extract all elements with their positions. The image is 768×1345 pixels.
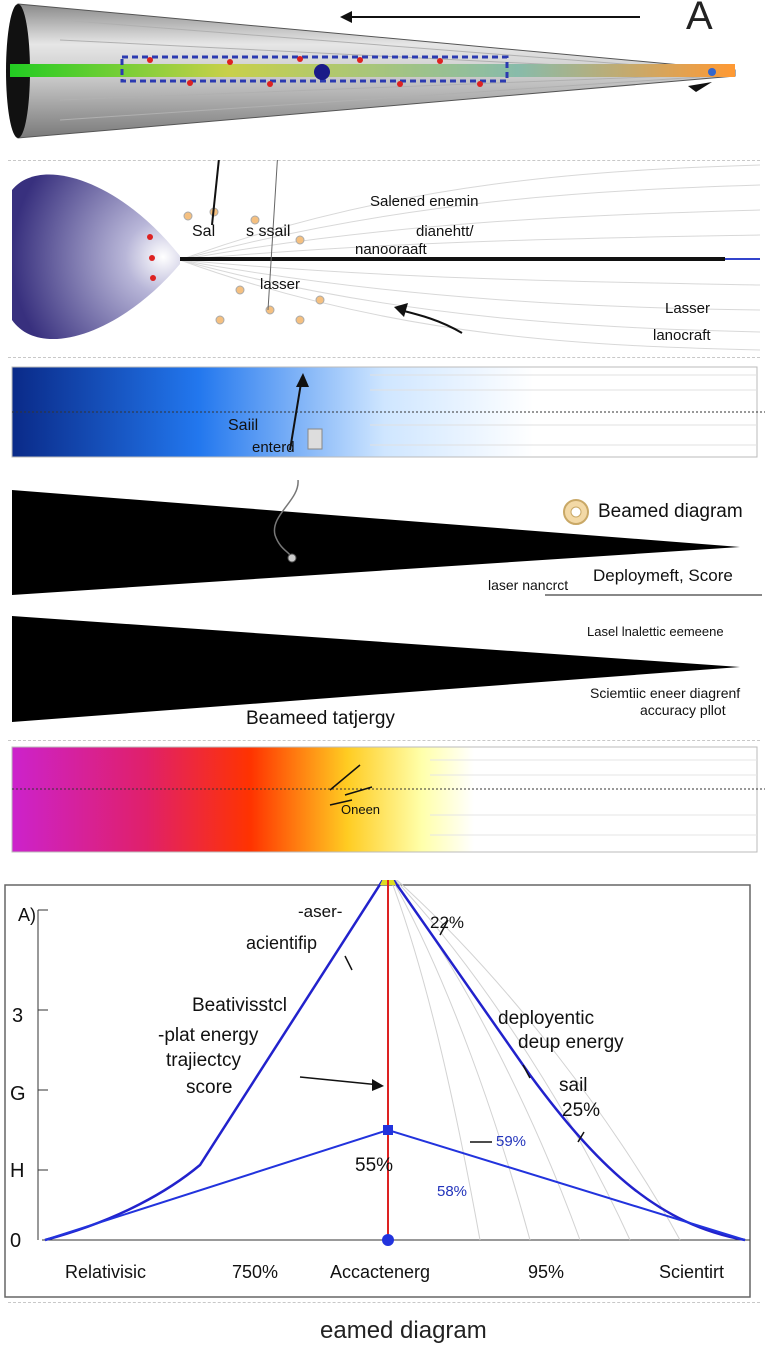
gear-icon: [563, 499, 589, 525]
x-tick-accactenerg: Accactenerg: [330, 1262, 431, 1282]
arrow-up-1: [211, 160, 220, 226]
annot-25: 25%: [562, 1100, 601, 1121]
y-tick-h: H: [10, 1160, 25, 1182]
wedge-graphic-2: [12, 616, 740, 722]
pointer-score: [299, 1076, 381, 1086]
label-lasel-lnalettic: Lasel lnalettic eemeene: [587, 624, 724, 639]
y-tick-a: A): [18, 905, 36, 925]
label-sal: Sal: [192, 223, 216, 240]
label-saiil: Saiil: [228, 417, 259, 434]
annot-deployentic: deployentic: [498, 1008, 595, 1029]
annot-58: 58%: [437, 1183, 468, 1200]
spectrum-graphic: [11, 746, 765, 853]
label-lanocraft: lanocraft: [653, 327, 711, 344]
annot-plat-energy: -plat energy: [158, 1025, 259, 1046]
x-tick-95: 95%: [528, 1262, 565, 1282]
corner-letter: A: [686, 0, 713, 38]
y-tick-3: 3: [12, 1005, 24, 1027]
panel-c-blue-beam: Saiil enterd: [0, 365, 768, 460]
panel-f-spectrum: Oneen: [0, 745, 768, 855]
outer-curve: [44, 880, 746, 1242]
panel-d-wedge: Beamed diagram laser nancrct Deploymeft,…: [0, 480, 768, 605]
annot-score: score: [186, 1077, 233, 1098]
label-beameed-tatjergy: Beameed tatjergy: [246, 708, 395, 729]
label-deployment-score: Deploymeft, Score: [593, 566, 733, 585]
sail-frame: [120, 55, 509, 83]
arrow-up-2: [289, 376, 303, 451]
label-oneen: Oneen: [341, 802, 381, 817]
diagram-graphic: [4, 880, 751, 1298]
label-dianehtt: dianehtt/: [416, 223, 474, 240]
label-lasser: Lasser: [665, 300, 711, 317]
label-beamed-diagram: Beamed diagram: [598, 501, 743, 522]
label-enterd: enterd: [252, 439, 295, 456]
nanocraft-dot: [314, 64, 330, 80]
cone-graphic: [6, 3, 736, 139]
label-salened-enemin: Salened enemin: [370, 193, 479, 210]
particles: [147, 56, 483, 87]
arrow-small: [688, 82, 712, 92]
craft-box: [307, 428, 323, 450]
x-tick-relativisic: Relativisic: [65, 1262, 147, 1282]
base-marker: [382, 1234, 394, 1246]
panel-b-sail: Salened enemin dianehtt/ nanooraaft Sal …: [0, 160, 768, 355]
tether-end: [287, 553, 297, 563]
y-tick-0: 0: [10, 1230, 22, 1252]
sail-graphic: [12, 160, 761, 351]
small-arrows: [344, 919, 585, 1143]
panel-a-cone: A: [0, 0, 768, 150]
blue-beam-graphic: [11, 366, 765, 458]
annot-acientifip: acientifip: [246, 933, 318, 953]
x-tick-750: 750%: [232, 1262, 279, 1282]
x-tick-scientirt: Scientirt: [659, 1262, 725, 1282]
annot-aser: -aser-: [298, 902, 343, 921]
panel-e-wedge: Lasel lnalettic eemeene Sciemtiic eneer …: [0, 612, 768, 740]
label-s-ssail: s ssail: [246, 223, 291, 240]
wedge-graphic-1: [12, 480, 762, 596]
label-lasser-small: lasser: [260, 276, 301, 293]
annot-deup-energy: deup energy: [518, 1032, 624, 1053]
footer-caption: eamed diagram: [320, 1317, 487, 1344]
purple-dome: [12, 174, 180, 340]
annot-trajiectcy: trajiectcy: [166, 1050, 241, 1071]
annot-beativisstcl: Beativisstcl: [192, 995, 288, 1016]
label-accuracy-pllot: accuracy pllot: [640, 702, 726, 718]
panel-g-diagram: A) 3 G H 0 Relativisic 750% Accactenerg …: [0, 880, 768, 1300]
annot-22: 22%: [430, 913, 465, 932]
label-laser-nancrct: laser nancrct: [488, 577, 569, 593]
annot-59: 59%: [496, 1133, 527, 1150]
center-marker: [383, 1125, 393, 1135]
laser-beam: [10, 64, 735, 77]
spectrum-arrows: [329, 764, 373, 806]
label-sciemtiic: Sciemtiic eneer diagrenf: [590, 685, 741, 701]
tether-line: [273, 480, 299, 559]
y-ticks: [37, 909, 48, 1240]
label-nanooraaft: nanooraaft: [355, 241, 427, 258]
annot-55: 55%: [355, 1155, 394, 1176]
annot-sail: sail: [559, 1075, 588, 1096]
y-tick-g: G: [10, 1083, 26, 1105]
diagram-frame: [4, 884, 751, 1298]
